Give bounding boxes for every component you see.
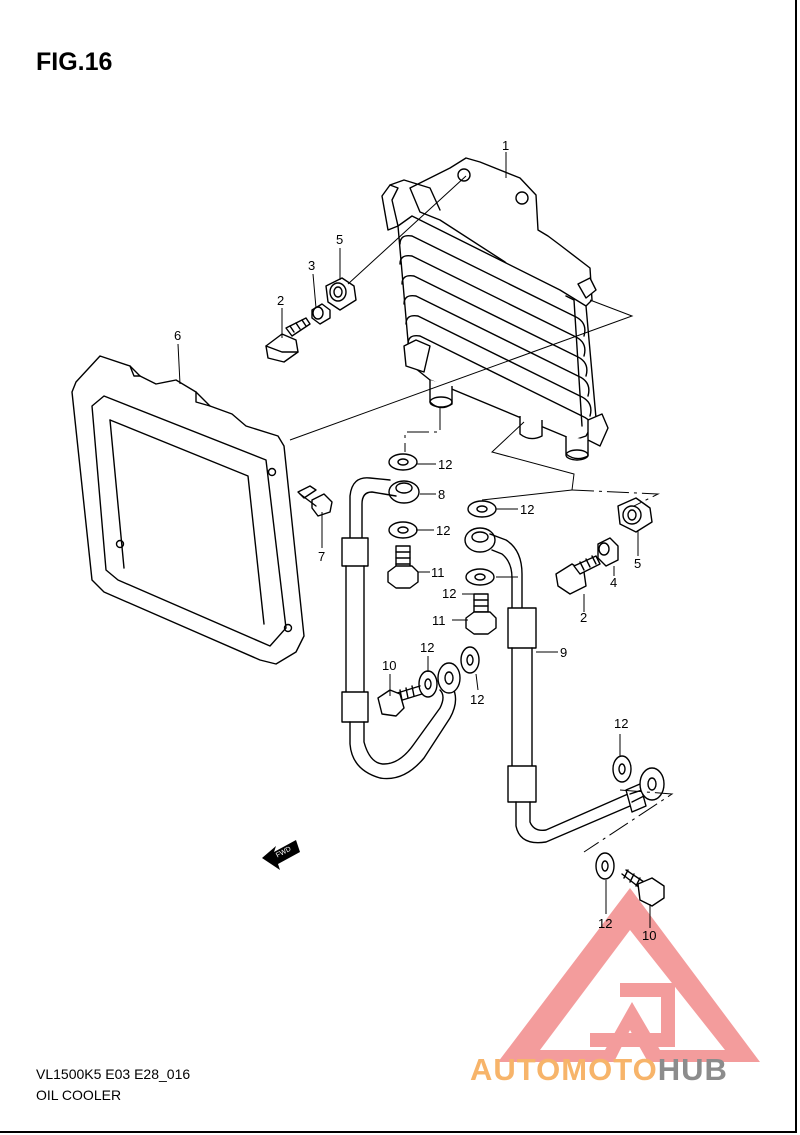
oil-hose-9 [464, 527, 665, 844]
washer-12-b [467, 500, 497, 518]
bolt-10-lower [621, 869, 665, 907]
callout-5-right: 5 [634, 556, 641, 571]
callout-3: 3 [308, 258, 315, 273]
washer-12-g [612, 755, 632, 783]
callout-leaders [177, 152, 651, 928]
callout-6: 6 [174, 328, 181, 343]
bolt-2-right [555, 555, 601, 595]
oil-hose-left [341, 477, 461, 780]
callout-7: 7 [318, 549, 325, 564]
callout-12-e: 12 [420, 640, 434, 655]
callout-2-right: 2 [580, 610, 587, 625]
callout-12-c: 12 [436, 523, 450, 538]
callout-labels: 1 2 2 3 4 5 5 6 7 8 9 10 10 11 11 12 12 … [174, 138, 656, 943]
assembly-name: OIL COOLER [36, 1087, 122, 1103]
callout-4: 4 [610, 575, 617, 590]
watermark-text: AUTOMOTOHUB [470, 1052, 728, 1088]
cushion-5-upper [325, 277, 357, 311]
callout-5-upper: 5 [336, 232, 343, 247]
figure-title: FIG.16 [36, 48, 113, 76]
washer-12-a [388, 453, 418, 471]
bolt-11-right [465, 593, 497, 635]
cushion-5-right [617, 497, 653, 533]
callout-2-upper: 2 [277, 293, 284, 308]
collar-3 [311, 303, 331, 325]
washer-12-c [388, 521, 418, 539]
oil-cooler-core [381, 157, 609, 461]
watermark-text-a: AUTOMOTO [470, 1052, 658, 1087]
callout-12-h: 12 [598, 916, 612, 931]
callout-12-b: 12 [520, 502, 534, 517]
oil-cooler-cover [71, 355, 305, 665]
guide-lines [289, 175, 674, 853]
callout-8: 8 [438, 487, 445, 502]
callout-12-g: 12 [614, 716, 628, 731]
fwd-direction-arrow: FWD [262, 840, 300, 870]
callout-10-upper: 10 [382, 658, 396, 673]
watermark-logo [498, 888, 760, 1062]
callout-12-d: 12 [442, 586, 456, 601]
washer-12-h [595, 852, 615, 880]
model-code: VL1500K5 E03 E28_016 [36, 1066, 191, 1082]
bolt-2-upper [265, 317, 311, 363]
callout-1: 1 [502, 138, 509, 153]
bolt-11-left [387, 545, 419, 589]
banjo-union-8 [388, 480, 420, 504]
watermark-text-b: HUB [657, 1052, 728, 1087]
callout-11-right: 11 [432, 613, 446, 628]
washer-12-e [418, 670, 438, 698]
bolt-7 [297, 485, 333, 517]
callout-11-left: 11 [431, 565, 445, 580]
washer-12-f [460, 646, 480, 674]
callout-12-f: 12 [470, 692, 484, 707]
collar-4 [597, 537, 619, 567]
callout-12-a: 12 [438, 457, 452, 472]
callout-9: 9 [560, 645, 567, 660]
washer-12-d [465, 568, 495, 586]
callout-10-lower: 10 [642, 928, 656, 943]
bolt-10-upper [377, 685, 423, 717]
